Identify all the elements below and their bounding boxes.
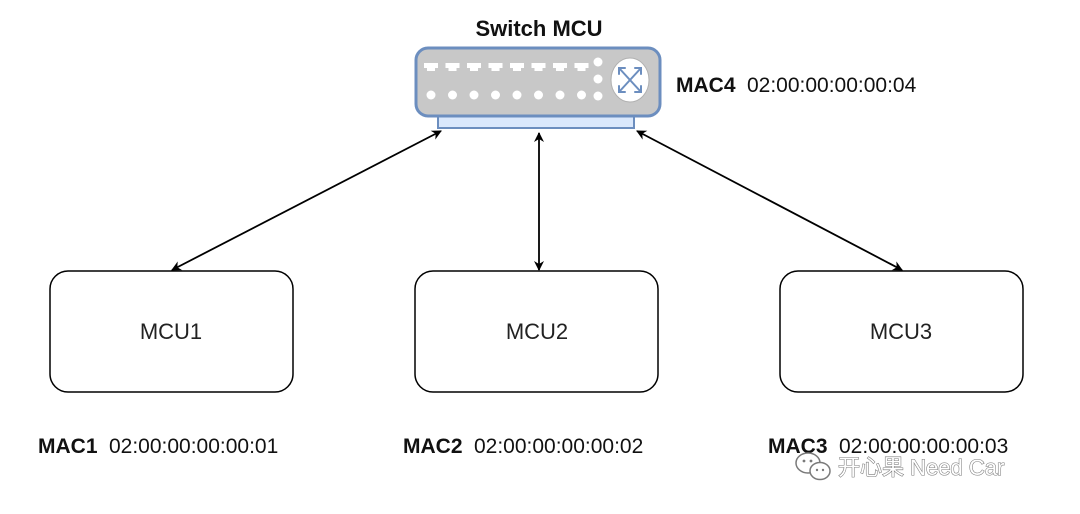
watermark: 开心果 Need Car — [795, 452, 1005, 481]
mac4-label: MAC4 02:00:00:00:00:04 — [676, 74, 917, 97]
switch-led — [555, 90, 565, 100]
mcu1-node: MCU1 — [49, 270, 294, 393]
mac2-name: MAC2 — [403, 435, 463, 458]
mac2-label: MAC2 02:00:00:00:00:02 — [403, 435, 643, 458]
switch-port — [553, 63, 567, 71]
connections — [171, 130, 903, 271]
switch-port — [445, 63, 460, 71]
watermark-text: 开心果 Need Car — [838, 455, 1004, 480]
link-mcu3-switch — [636, 130, 903, 271]
switch-leds — [426, 57, 603, 101]
switch-led — [426, 90, 436, 100]
link-mcu1-switch — [171, 130, 442, 271]
wechat-icon — [795, 452, 831, 481]
switch-port — [424, 63, 438, 71]
switch-led — [491, 90, 500, 100]
mcu1-box — [49, 270, 294, 393]
mac1-label: MAC1 02:00:00:00:00:01 — [38, 435, 278, 458]
switch-status-led — [593, 74, 603, 84]
network-switch-icon — [414, 46, 662, 129]
mac2-value: 02:00:00:00:00:02 — [474, 435, 643, 458]
switch-led — [534, 90, 543, 100]
switch-led — [512, 90, 522, 100]
mcu1-label: MCU1 — [140, 319, 202, 344]
switch-port — [574, 63, 589, 71]
mac4-value: 02:00:00:00:00:04 — [747, 74, 917, 97]
switch-port — [467, 63, 481, 71]
switch-led — [469, 90, 479, 100]
switch-ports — [424, 63, 589, 71]
mcu3-label: MCU3 — [870, 319, 932, 344]
mcu3-node: MCU3 — [779, 270, 1024, 393]
switch-led — [448, 90, 457, 100]
mac3-value: 02:00:00:00:00:03 — [839, 435, 1008, 458]
mac1-value: 02:00:00:00:00:01 — [109, 435, 278, 458]
switch-led — [577, 90, 586, 100]
mac4-name: MAC4 — [676, 74, 736, 97]
mac3-name: MAC3 — [768, 435, 828, 458]
mac3-label: MAC3 02:00:00:00:00:03 — [768, 435, 1008, 458]
switch-port — [531, 63, 546, 71]
mcu2-label: MCU2 — [506, 319, 568, 344]
mac1-name: MAC1 — [38, 435, 98, 458]
switch-cross-arrows-icon — [610, 57, 650, 103]
switch-status-led — [593, 57, 603, 67]
mcu3-box — [779, 270, 1024, 393]
switch-port — [488, 63, 503, 71]
switch-port — [510, 63, 524, 71]
mcu2-box — [414, 270, 659, 393]
switch-status-led — [593, 91, 603, 101]
switch-title: Switch MCU — [475, 16, 602, 41]
mcu2-node: MCU2 — [414, 270, 659, 393]
